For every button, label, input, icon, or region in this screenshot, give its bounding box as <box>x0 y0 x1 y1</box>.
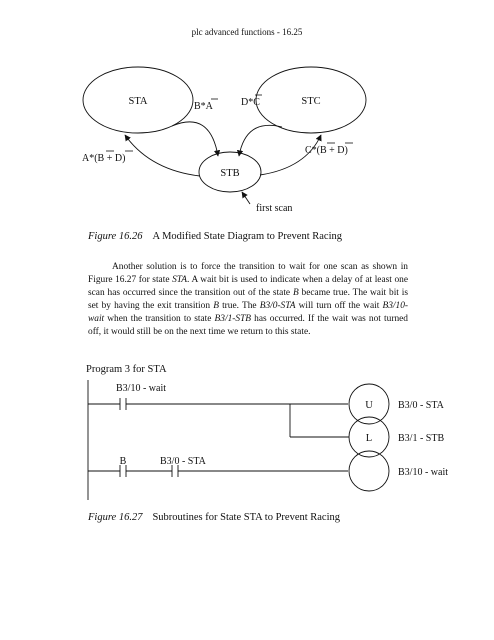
transition-label-c-b-d: C*(B + D) <box>305 145 348 156</box>
state-sta-ellipse <box>82 66 194 134</box>
transition-label-a-b-d: A*(B + D) <box>82 153 125 164</box>
paragraph-italic: B <box>213 301 219 312</box>
figure-title: A Modified State Diagram to Prevent Raci… <box>152 231 342 242</box>
rung2-contact1-label: B <box>120 456 127 467</box>
latch-label: B3/1 - STB <box>398 433 444 444</box>
state-diagram: STA STC STB B*A D*C A*(B + D) C*(B + D) … <box>82 66 367 214</box>
rung1-contact-label: B3/10 - wait <box>116 383 166 394</box>
figure-16-27-caption: Figure 16.27 Subroutines for State STA to… <box>88 512 340 523</box>
paragraph-text: has occurred. If the wait was not turned… <box>88 314 408 338</box>
state-stc-label: STC <box>301 96 320 107</box>
transition-stc-to-stb <box>236 124 283 157</box>
state-stb-label: STB <box>220 168 239 179</box>
state-sta-label: STA <box>129 96 148 107</box>
output-label: B3/10 - wait <box>398 467 448 478</box>
first-scan-label: first scan <box>256 203 292 214</box>
state-stc-ellipse <box>255 66 367 134</box>
paragraph-text: when the transition to state <box>104 314 215 325</box>
page-header: plc advanced functions - 16.25 <box>191 27 303 37</box>
state-stb-ellipse <box>198 151 262 193</box>
transition-label-ba: B*A <box>194 101 214 112</box>
paragraph-text: became true. The wait bit is set by havi… <box>88 288 408 312</box>
paragraph-italic: B <box>292 288 299 299</box>
paragraph-italic: STA <box>172 275 188 286</box>
latch-symbol: L <box>366 433 372 444</box>
paragraph-italic: B3/0-STA <box>259 301 296 312</box>
output-coil <box>348 450 390 492</box>
paragraph-text: . A wait bit is used to indicate when a … <box>88 275 409 299</box>
unlatch-symbol: U <box>365 400 373 411</box>
figure-number: Figure 16.27 <box>88 512 143 523</box>
body-paragraph: Another solution is to force the transit… <box>88 261 408 340</box>
transition-stb-to-sta <box>124 134 201 177</box>
transition-label-dc: D*C <box>241 97 260 108</box>
unlatch-label: B3/0 - STA <box>398 400 445 411</box>
transition-sta-to-stb <box>171 121 221 157</box>
transition-first-scan <box>241 191 251 205</box>
ladder-diagram: B3/10 - wait U B3/0 - STA L B3/1 - STB B… <box>87 380 448 500</box>
figure-16-26-caption: Figure 16.26 A Modified State Diagram to … <box>88 231 342 242</box>
rung2-contact2-label: B3/0 - STA <box>160 456 207 467</box>
figure-title: Subroutines for State STA to Prevent Rac… <box>152 512 341 523</box>
paragraph-italic: B3/1-STB <box>214 314 252 325</box>
transition-stb-to-stc <box>259 134 322 176</box>
paragraph-text: Another solution is to force the transit… <box>88 262 408 286</box>
figure-number: Figure 16.26 <box>88 231 143 242</box>
unlatch-coil <box>348 383 390 425</box>
paragraph-text: true. The <box>218 301 260 312</box>
latch-coil <box>348 416 390 458</box>
paragraph-italic: B3/10-wait <box>88 301 409 325</box>
paragraph-text: will turn off the wait <box>295 301 383 312</box>
program-label: Program 3 for STA <box>86 364 167 375</box>
